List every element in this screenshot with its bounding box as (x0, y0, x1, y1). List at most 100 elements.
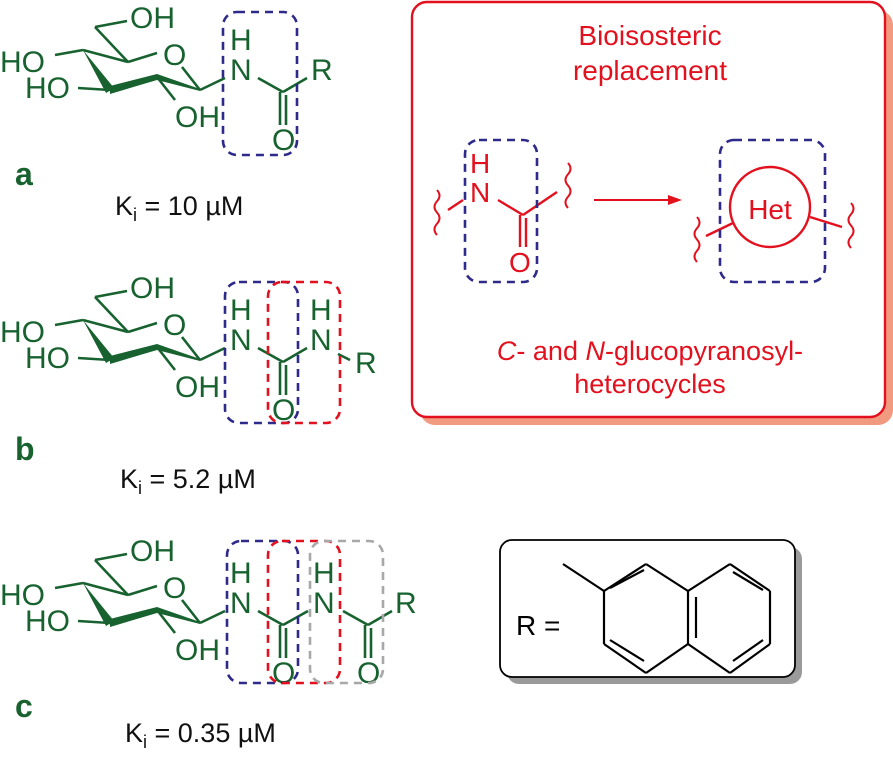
atom-label: H (313, 557, 335, 590)
ki-subscript: i (133, 205, 137, 225)
atom-label: N (230, 54, 252, 87)
highlight-box-red (266, 280, 342, 425)
bond (180, 336, 202, 361)
highlight-box-red (266, 539, 342, 685)
naphthyl-bond (645, 643, 689, 674)
box-title: Bioisosteric (578, 20, 721, 51)
atom-label: HO (25, 605, 70, 638)
bond (282, 346, 308, 364)
atom-label: R (355, 347, 377, 380)
atom-label: H (230, 24, 252, 57)
ki-value: Ki = 0.35 µM (125, 718, 276, 752)
bond (497, 198, 524, 217)
box-title: replacement (573, 55, 727, 86)
highlight-box-navy (718, 138, 827, 284)
atom-label: N (230, 324, 252, 357)
wavy-bond-icon (847, 202, 855, 249)
bond (809, 215, 843, 229)
atom-label: HO (0, 46, 45, 79)
ki-value: Ki = 5.2 µM (120, 464, 256, 498)
atom-label: OH (175, 371, 220, 404)
bond (54, 318, 84, 327)
wedge-bond (157, 344, 200, 361)
bond (54, 581, 84, 590)
naphthyl-bond (729, 643, 771, 674)
compound-label: c (15, 688, 33, 724)
box-frame (410, 0, 887, 419)
highlight-box-navy (463, 138, 539, 284)
wedge-bond (83, 320, 114, 363)
naphthyl-bond (603, 643, 647, 674)
bond (94, 26, 129, 63)
wedge-bond (110, 74, 157, 94)
naphthyl-double-bond (732, 639, 764, 662)
bond (337, 352, 351, 362)
footer-part: -glucopyranosyl- (605, 336, 803, 366)
atom-label: O (357, 657, 380, 690)
atom-label: R (311, 54, 333, 87)
highlight-box-navy (223, 280, 300, 425)
wedge-bond (110, 607, 157, 627)
atom-label: HO (25, 72, 70, 105)
compound-label: a (15, 156, 33, 192)
atom-label: OH (175, 634, 220, 667)
bond (82, 48, 129, 64)
atom-label: OH (175, 101, 220, 134)
arrowhead-icon (668, 195, 682, 205)
bond (94, 289, 128, 299)
bond (705, 221, 734, 238)
bond (180, 599, 202, 624)
naphthyl-double-bond (732, 571, 764, 591)
footer-part: - and (516, 336, 585, 366)
bond (127, 584, 158, 597)
bond (367, 609, 393, 627)
atom-label: R (395, 587, 417, 620)
bond (257, 346, 284, 364)
atom-label: H (470, 148, 490, 179)
bond (155, 346, 177, 371)
naphthyl-double-bond (609, 639, 645, 662)
bond (257, 609, 284, 627)
atom-label: OH (130, 272, 175, 305)
bond (282, 609, 309, 627)
bond (447, 199, 464, 211)
bond (199, 346, 226, 362)
ki-symbol: K (125, 718, 143, 748)
atom-label: O (163, 309, 186, 342)
atom-label: OH (130, 2, 175, 35)
wedge-bond (157, 607, 200, 624)
atom-label: H (230, 294, 252, 327)
atom-label: O (163, 39, 186, 72)
atom-label: HO (25, 342, 70, 375)
footer-part: N (585, 336, 605, 366)
ki-symbol: K (115, 191, 133, 221)
bond (257, 76, 284, 94)
het-label: Het (748, 194, 792, 225)
ki-value: Ki = 10 µM (115, 191, 243, 225)
ki-number: = 5.2 µM (142, 464, 256, 494)
atom-label: O (272, 124, 295, 157)
wedge-bond (83, 583, 114, 626)
bond (155, 76, 177, 101)
bond (282, 76, 308, 94)
ki-subscript: i (143, 732, 147, 752)
bond (82, 581, 129, 597)
atom-label: OH (130, 535, 175, 568)
box-footer: heterocycles (574, 369, 726, 399)
bond (127, 51, 158, 64)
atom-label: N (470, 177, 490, 208)
footer-part: C (497, 336, 517, 366)
wavy-bond-icon (693, 216, 701, 263)
heterocycle-ring (728, 165, 812, 249)
bond (522, 191, 558, 216)
naphthyl-bond (687, 643, 731, 674)
